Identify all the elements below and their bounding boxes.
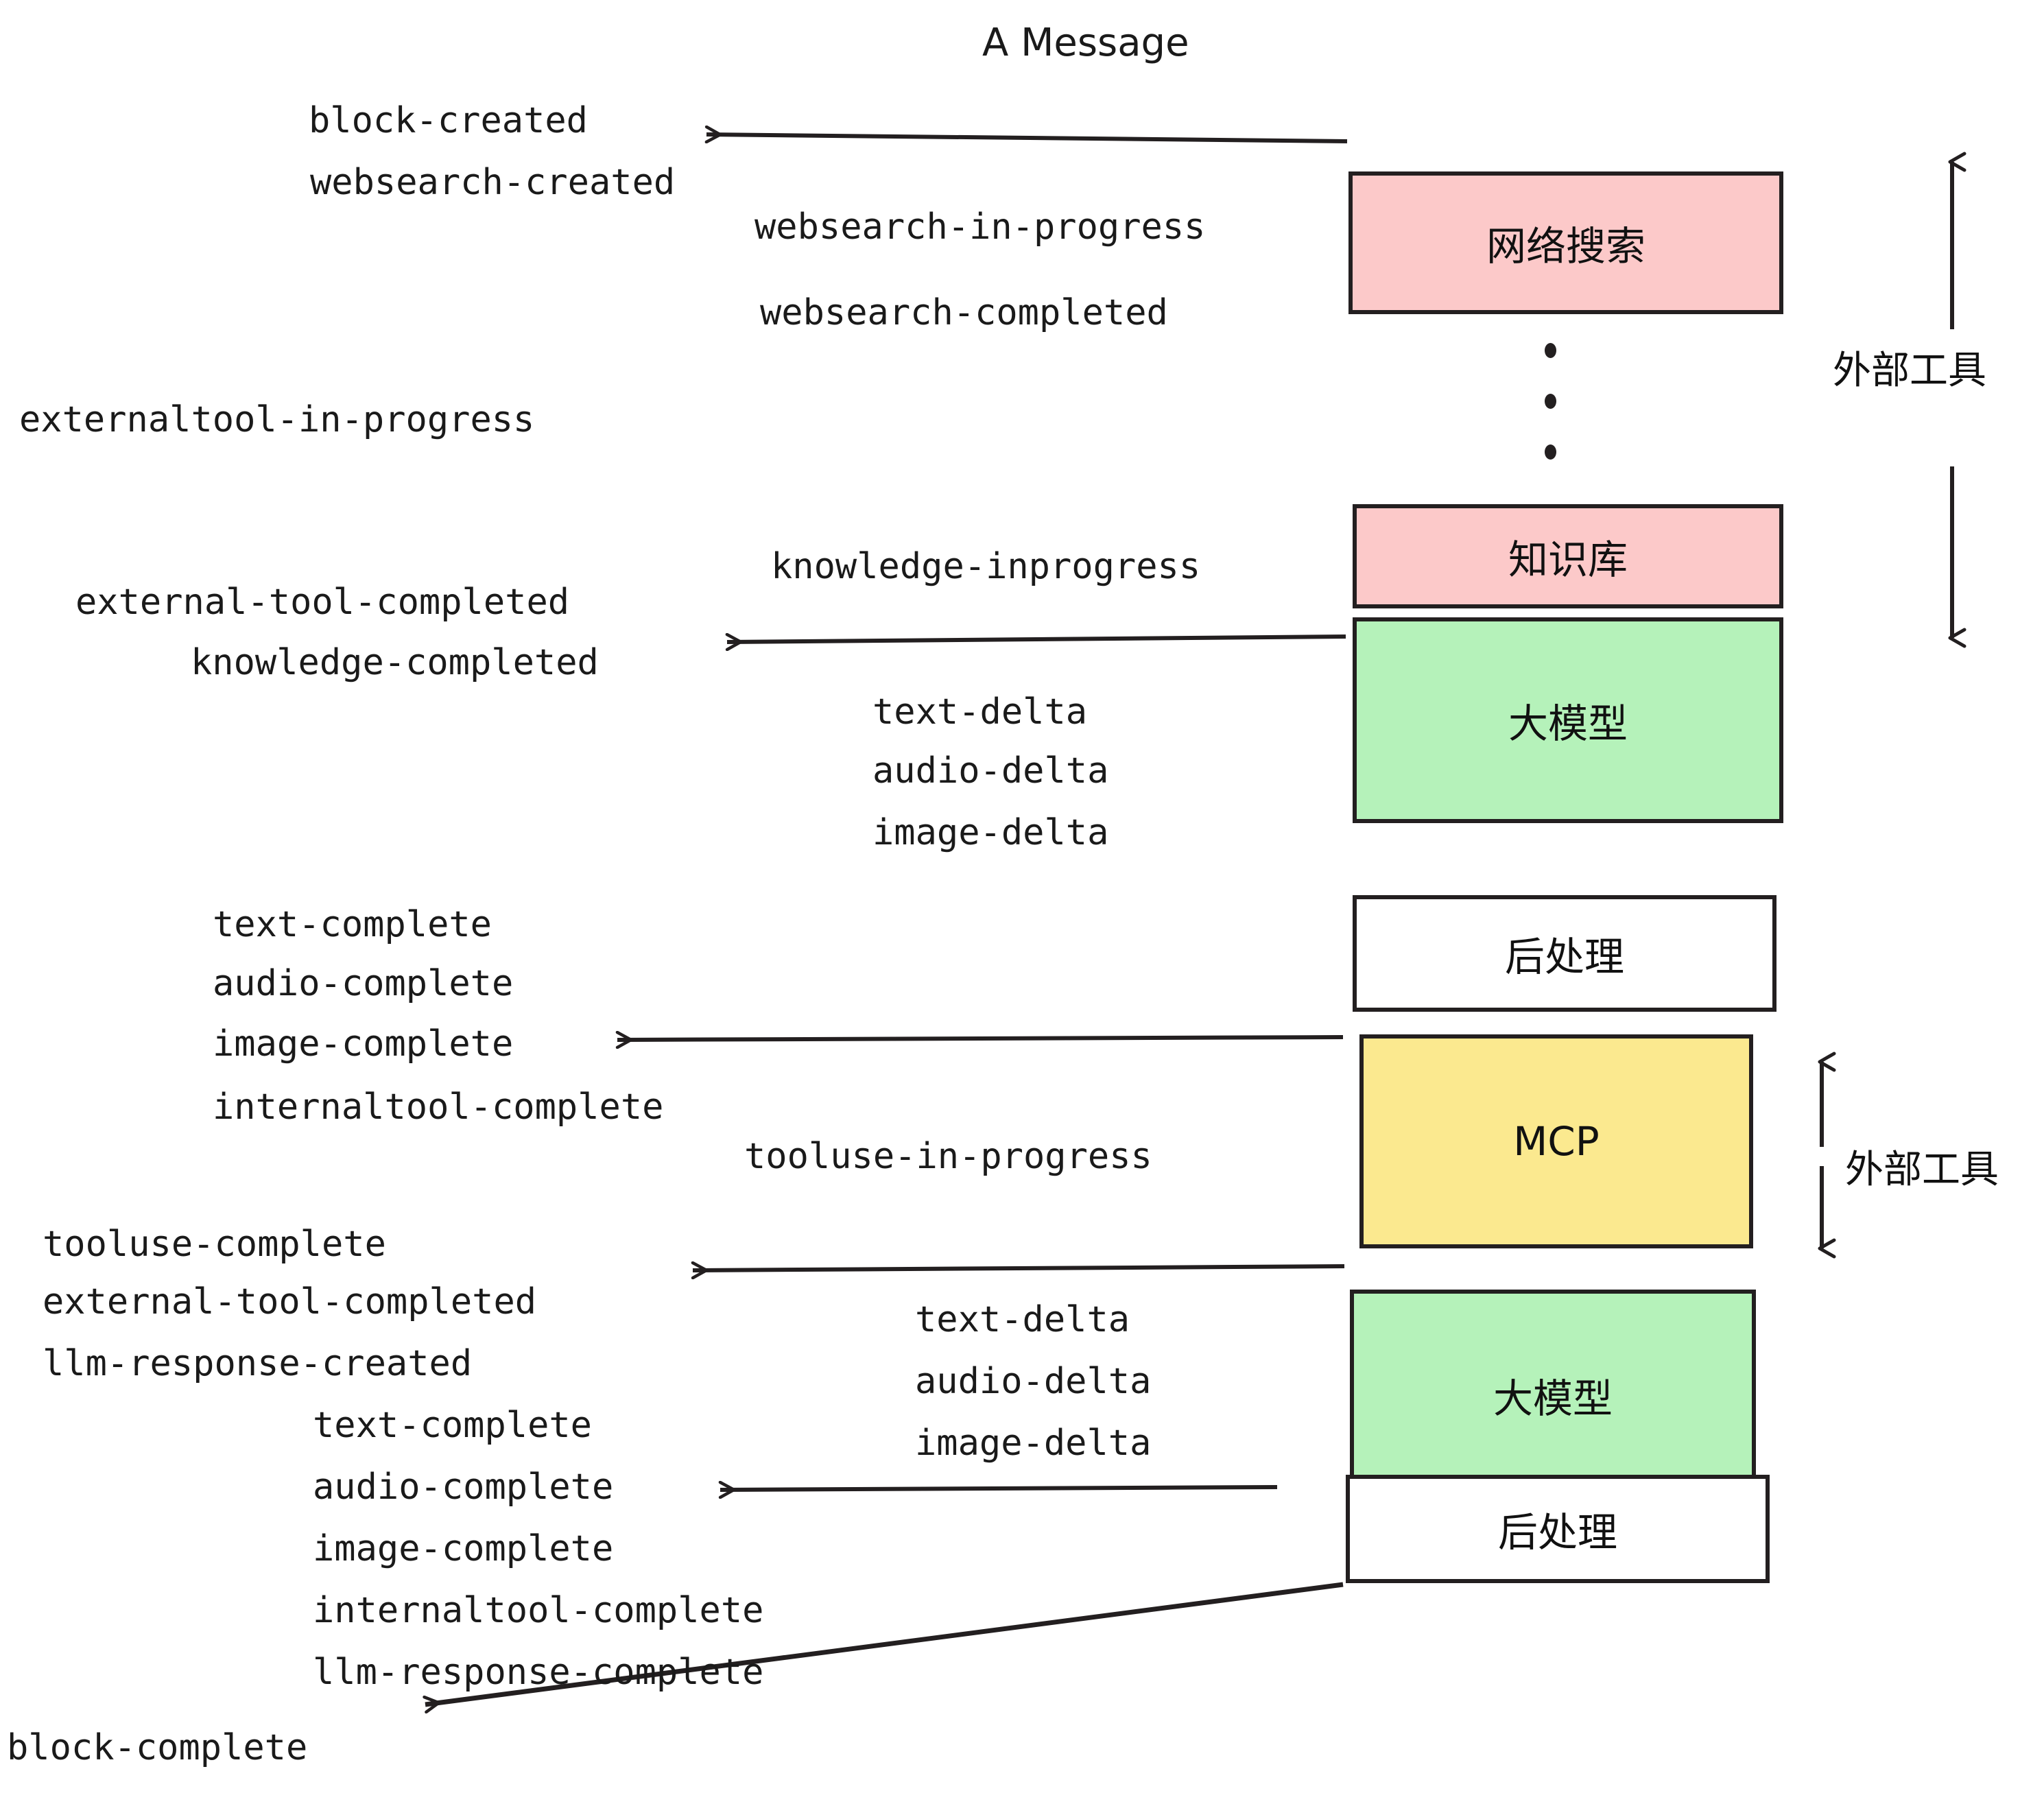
node-llm-2[interactable]: 大模型 [1350, 1290, 1756, 1501]
event-text-complete-2: text-complete [313, 1405, 592, 1446]
event-websearch-created: websearch-created [310, 162, 676, 203]
event-audio-delta-2: audio-delta [915, 1361, 1152, 1402]
arrow-block-created [706, 134, 1348, 141]
event-image-delta-2: image-delta [915, 1423, 1152, 1464]
event-block-created: block-created [309, 100, 588, 141]
node-llm-1-label: 大模型 [1508, 700, 1628, 747]
external-tool-label-bottom: 外部工具 [1845, 1148, 1999, 1192]
node-postprocess-2[interactable]: 后处理 [1346, 1475, 1770, 1583]
node-knowledge-label: 知识库 [1508, 536, 1628, 583]
ellipsis-dot-2 [1544, 394, 1556, 409]
event-websearch-in-progress: websearch-in-progress [754, 206, 1206, 248]
arrow-audio-complete [720, 1487, 1278, 1490]
node-mcp-label: MCP [1513, 1118, 1600, 1165]
event-knowledge-completed: knowledge-completed [191, 642, 599, 683]
event-tooluse-in-progress: tooluse-in-progress [744, 1136, 1152, 1177]
node-postprocess-1-label: 后处理 [1504, 934, 1624, 980]
node-postprocess-2-label: 后处理 [1497, 1509, 1617, 1556]
event-audio-complete-1: audio-complete [213, 963, 514, 1004]
event-websearch-completed: websearch-completed [760, 292, 1168, 333]
event-internaltool-complete-1: internaltool-complete [213, 1087, 664, 1128]
node-llm-1[interactable]: 大模型 [1353, 617, 1783, 823]
page-title: A Message [982, 21, 1189, 65]
event-knowledge-inprogress: knowledge-inprogress [771, 546, 1201, 587]
node-postprocess-1[interactable]: 后处理 [1353, 895, 1776, 1012]
ellipsis-dot-1 [1544, 343, 1556, 358]
event-audio-complete-2: audio-complete [313, 1467, 614, 1508]
node-websearch[interactable]: 网络搜索 [1348, 171, 1783, 314]
event-image-complete-2: image-complete [313, 1528, 614, 1569]
event-llm-response-complete: llm-response-complete [313, 1652, 764, 1693]
event-llm-response-created: llm-response-created [43, 1343, 473, 1384]
arrow-knowledge-completed [727, 637, 1346, 642]
node-knowledge[interactable]: 知识库 [1353, 504, 1783, 608]
external-tool-label-top: 外部工具 [1833, 348, 1986, 393]
event-internaltool-complete-2: internaltool-complete [313, 1590, 764, 1631]
node-mcp[interactable]: MCP [1359, 1034, 1753, 1248]
vertical-ellipsis [1543, 343, 1557, 460]
event-externaltool-in-progress: externaltool-in-progress [19, 399, 535, 440]
ellipsis-dot-3 [1544, 444, 1556, 460]
event-image-delta-1: image-delta [872, 812, 1109, 853]
event-audio-delta-1: audio-delta [872, 750, 1109, 792]
event-image-complete-1: image-complete [213, 1023, 514, 1065]
node-websearch-label: 网络搜索 [1486, 223, 1645, 270]
arrow-tooluse-complete [693, 1266, 1345, 1270]
node-llm-2-label: 大模型 [1493, 1375, 1613, 1422]
event-external-tool-completed-1: external-tool-completed [75, 582, 570, 623]
event-text-complete-1: text-complete [213, 904, 492, 945]
event-external-tool-completed-2: external-tool-completed [43, 1281, 537, 1322]
event-block-complete: block-complete [7, 1727, 308, 1768]
arrow-image-complete [617, 1037, 1344, 1040]
event-tooluse-complete: tooluse-complete [43, 1224, 386, 1265]
event-text-delta-2: text-delta [915, 1299, 1130, 1340]
event-text-delta-1: text-delta [872, 691, 1088, 733]
